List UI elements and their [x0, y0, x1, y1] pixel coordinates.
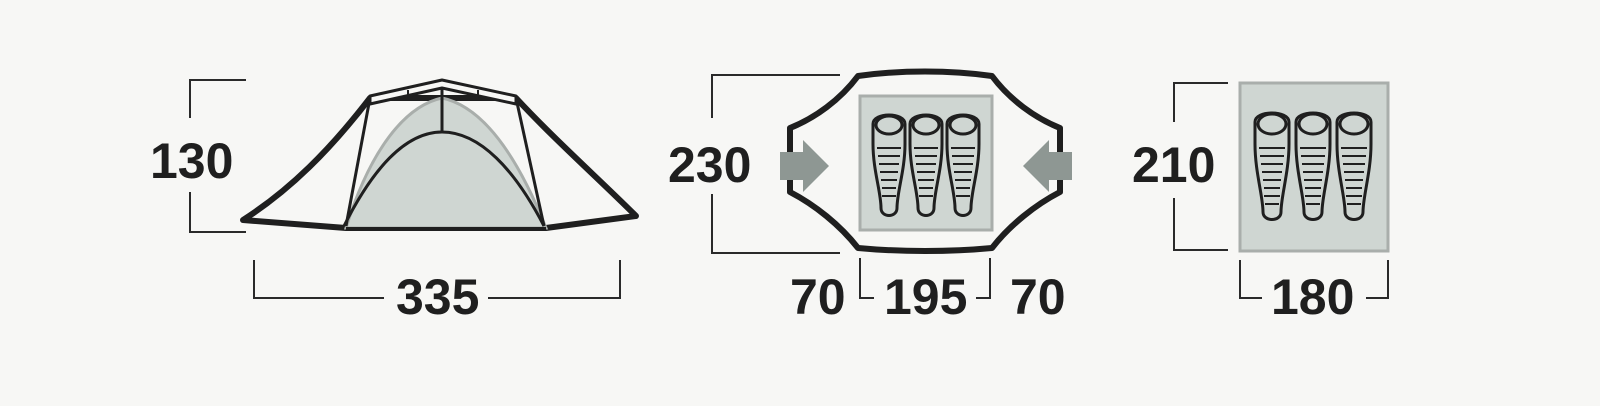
height-guide-line — [189, 79, 246, 118]
side-height-label: 130 — [150, 133, 234, 189]
tent-floorplan-icon — [780, 68, 1072, 254]
sleeping-bag-icon — [945, 113, 981, 217]
inner-width-guide-left-2 — [1239, 260, 1262, 299]
vestibule-left-label: 70 — [790, 269, 846, 325]
inner-tent-group — [1173, 81, 1390, 299]
length-guide-line-left — [253, 260, 384, 299]
outer-length-guide-top — [711, 74, 840, 118]
sleeping-bags — [871, 113, 981, 217]
inner-length-guide-top — [1173, 82, 1228, 122]
sleeping-bag-icon — [1294, 111, 1332, 221]
outer-length-guide-bottom — [711, 194, 840, 254]
inner-width-guide-right-2 — [1366, 260, 1389, 299]
inner-width-guide-right — [976, 258, 991, 299]
inner-length-label: 210 — [1132, 137, 1216, 193]
sleeping-bag-icon — [908, 113, 944, 217]
outer-length-label: 230 — [668, 137, 752, 193]
inner-tent-plan — [1238, 81, 1390, 253]
inner-width-guide-left — [859, 258, 874, 299]
height-guide-line-lower — [189, 192, 246, 233]
inner-width-label: 195 — [884, 269, 968, 325]
side-view-group — [189, 78, 639, 299]
floor-plan-group — [711, 68, 1072, 299]
entrance-arrow-icon — [780, 140, 829, 192]
inner-width-label-2: 180 — [1271, 269, 1355, 325]
length-guide-line-right — [488, 260, 621, 299]
side-length-label: 335 — [396, 269, 480, 325]
inner-length-guide-bottom — [1173, 198, 1228, 251]
sleeping-bag-icon — [1253, 111, 1291, 221]
sleeping-bag-icon — [1335, 111, 1373, 221]
tent-side-icon — [240, 78, 639, 231]
sleeping-bag-icon — [871, 113, 907, 217]
entrance-arrow-icon — [1023, 140, 1072, 192]
vestibule-right-label: 70 — [1010, 269, 1066, 325]
